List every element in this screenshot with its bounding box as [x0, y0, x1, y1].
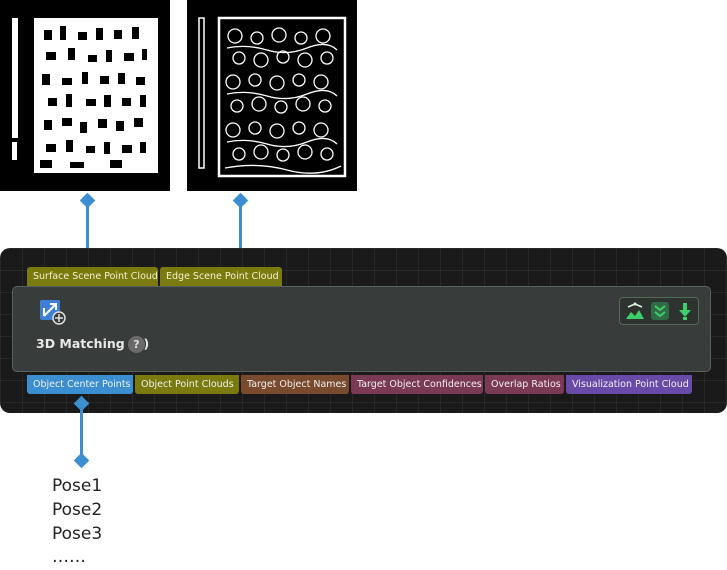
- node-title: 3D Matching (1): [36, 336, 150, 351]
- pose-ellipsis: ……: [52, 547, 86, 567]
- node-action-bar: [619, 297, 699, 325]
- edge-point-cloud-image: [187, 0, 357, 191]
- help-icon[interactable]: ?: [128, 336, 145, 353]
- input-port-edge-scene-point-cloud[interactable]: Edge Scene Point Cloud: [160, 267, 282, 286]
- output-port-object-point-clouds[interactable]: Object Point Clouds: [135, 375, 239, 394]
- output-port-object-center-points[interactable]: Object Center Points: [27, 375, 133, 394]
- visualize-icon[interactable]: [624, 301, 646, 321]
- download-icon[interactable]: [674, 301, 696, 321]
- edge-input-connector: [239, 200, 242, 267]
- surface-input-connector: [86, 200, 89, 267]
- pose-item: Pose2: [52, 500, 103, 520]
- 3d-matching-node[interactable]: [12, 286, 711, 372]
- input-port-surface-scene-point-cloud[interactable]: Surface Scene Point Cloud: [27, 267, 158, 286]
- collapse-icon[interactable]: [649, 301, 671, 321]
- output-port-overlap-ratios[interactable]: Overlap Ratios: [485, 375, 564, 394]
- surface-connector-endpoint: [79, 192, 96, 209]
- output-port-visualization-point-cloud[interactable]: Visualization Point Cloud: [566, 375, 692, 394]
- surface-point-cloud-image: [0, 0, 170, 191]
- output-port-target-object-confidences[interactable]: Target Object Confidences: [351, 375, 483, 394]
- output-connector-endpoint: [73, 452, 90, 469]
- pose-item: Pose3: [52, 524, 103, 544]
- output-port-target-object-names[interactable]: Target Object Names: [241, 375, 349, 394]
- pose-item: Pose1: [52, 476, 103, 496]
- output-connector: [80, 405, 83, 457]
- 3d-matching-icon: [38, 298, 68, 326]
- edge-connector-endpoint: [232, 192, 249, 209]
